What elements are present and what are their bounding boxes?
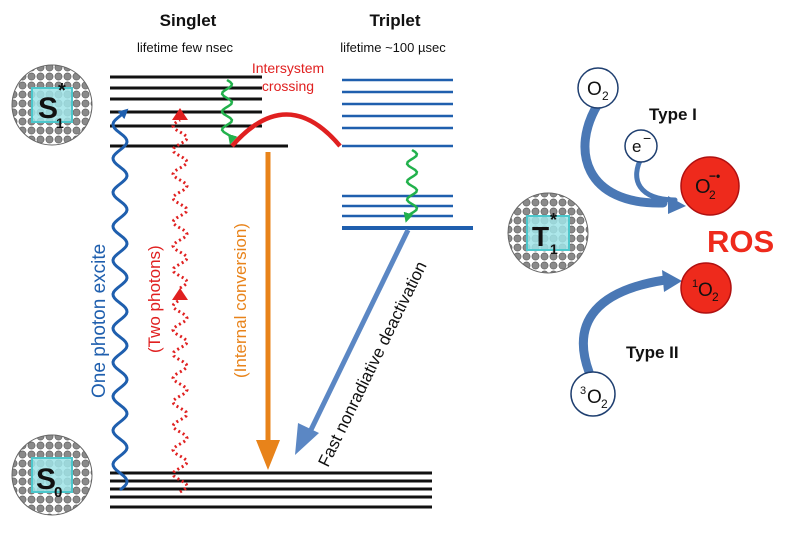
fast-nonradiative-label: Fast nonradiative deactivation [315,258,431,469]
singlet-oxygen-prefix: 1 [692,278,698,290]
triplet-oxygen-subscript: 2 [601,397,608,411]
s0-symbol: S [36,463,56,496]
energy-transfer-arrow [579,275,670,377]
triplet-lifetime: lifetime ~100 µsec [340,40,446,55]
singlet-oxygen-bubble [680,262,732,314]
electron-charge: − [643,130,651,146]
o2-to-superoxide-arrow [580,99,668,208]
two-photons-label: (Two photons) [145,245,164,353]
intersystem-crossing: Intersystem crossing [230,60,342,148]
internal-conversion-arrow: (Internal conversion) [231,152,280,470]
type-one-label: Type I [649,105,697,124]
triplet-relaxation-arrow [403,148,419,223]
singlet-oxygen-subscript: 2 [712,290,719,304]
s0-molecule: S 0 [11,434,93,516]
electron-symbol: e [632,137,641,156]
internal-conversion-label: (Internal conversion) [231,223,250,378]
t1-subscript: 1 [550,241,558,257]
triplet-oxygen-bubble [570,371,616,417]
superoxide-charge: −• [709,169,720,183]
t1-symbol: T [532,221,549,252]
s1-subscript: 1 [56,115,64,131]
s0-subscript: 0 [54,484,62,501]
triplet-oxygen-prefix: 3 [580,385,586,397]
ros-label: ROS [707,224,774,259]
one-photon-excitation: One photon excite [89,108,129,492]
singlet-excited-levels [110,75,288,148]
singlet-oxygen-symbol: O [698,280,713,301]
two-photon-excitation: (Two photons) [145,108,189,494]
electron-bubble [624,129,658,163]
triplet-levels [342,78,473,230]
ground-state-levels [110,471,432,509]
isc-label-line2: crossing [262,78,314,94]
superoxide-symbol: O [695,176,711,198]
t1-molecule: T 1 * [507,192,589,274]
one-photon-label: One photon excite [89,244,110,398]
o2-symbol: O [587,79,602,100]
singlet-lifetime: lifetime few nsec [137,40,234,55]
triplet-oxygen-symbol: O [587,387,602,408]
ros-panel: O 2 Type I e − O 2 −• ROS 1 O 2 Type II … [570,67,774,417]
s1-star: * [58,80,66,102]
t1-star: * [550,210,557,230]
s1-symbol: S [38,92,58,125]
type-two-label: Type II [626,343,679,362]
o2-bubble [577,67,619,109]
triplet-header: Triplet [369,11,420,30]
o2-subscript: 2 [602,89,609,103]
superoxide-bubble [680,156,740,216]
singlet-header: Singlet [160,11,217,30]
singlet-relaxation-arrow [220,78,238,145]
s1-molecule: S 1 * [11,64,93,146]
superoxide-subscript: 2 [709,188,716,202]
nonradiative-deactivation-arrow: Fast nonradiative deactivation [295,228,431,470]
isc-label-line1: Intersystem [252,60,324,76]
